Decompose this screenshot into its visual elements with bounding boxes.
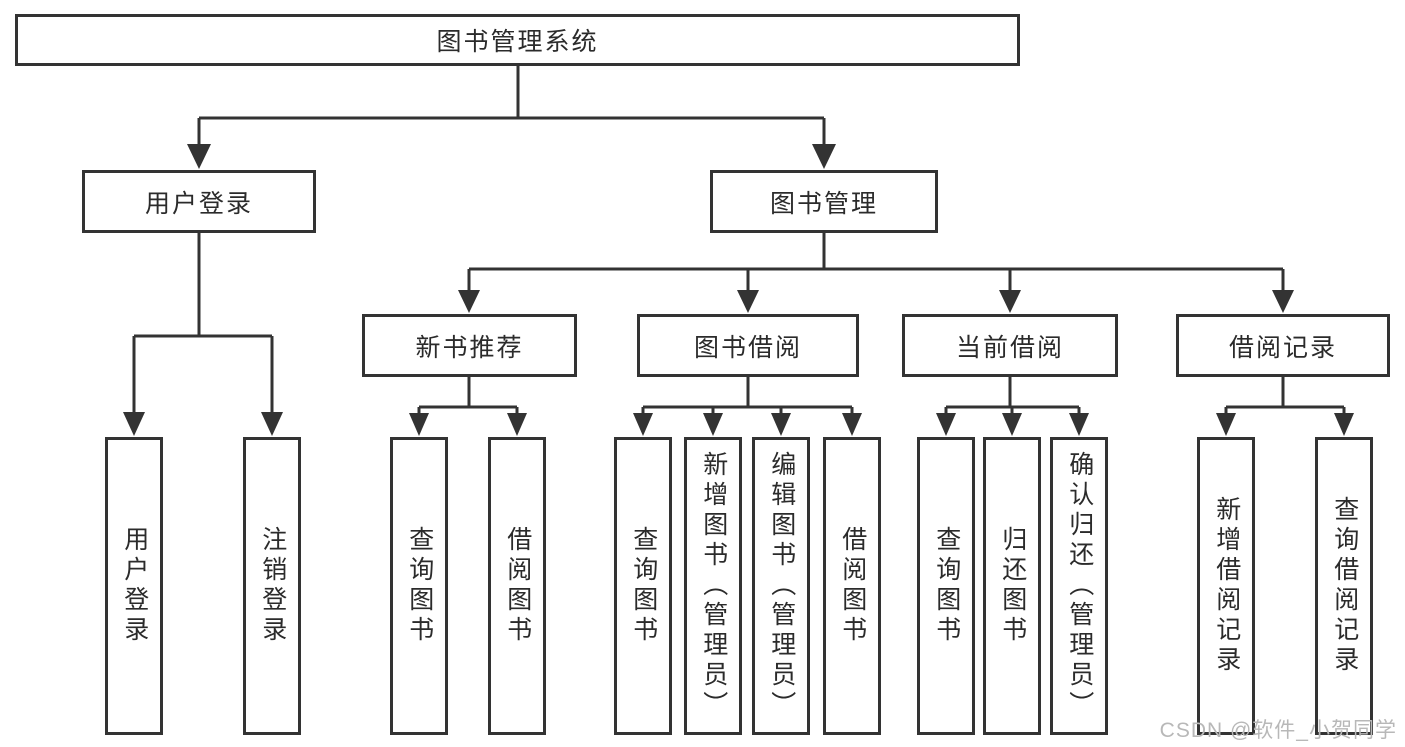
arrowhead <box>936 413 956 436</box>
node-root: 图书管理系统 <box>15 14 1020 66</box>
leaf-return-book-label: 归还图书 <box>998 526 1027 646</box>
arrowhead <box>187 144 211 169</box>
arrowhead <box>1069 413 1089 436</box>
leaf-borrow-books-label: 借阅图书 <box>838 526 867 646</box>
arrowhead <box>458 290 480 313</box>
arrowhead <box>507 413 527 436</box>
arrowhead <box>737 290 759 313</box>
leaf-user-login-label: 用户登录 <box>120 526 149 646</box>
leaf-logout: 注销登录 <box>243 437 301 735</box>
arrowhead <box>842 413 862 436</box>
leaf-query-books-recommend-label: 查询图书 <box>405 526 434 646</box>
arrowhead <box>1334 413 1354 436</box>
node-user-login-label: 用户登录 <box>144 189 253 218</box>
arrowhead <box>409 413 429 436</box>
leaf-user-login: 用户登录 <box>105 437 163 735</box>
node-book-management-label: 图书管理 <box>769 189 878 218</box>
leaf-confirm-return-admin-label: 确认归还（管理员） <box>1065 451 1094 721</box>
node-new-book-recommend: 新书推荐 <box>362 314 577 377</box>
leaf-return-book: 归还图书 <box>983 437 1041 735</box>
leaf-confirm-return-admin: 确认归还（管理员） <box>1050 437 1108 735</box>
leaf-query-books-current-label: 查询图书 <box>932 526 961 646</box>
leaf-query-borrow-record: 查询借阅记录 <box>1315 437 1373 735</box>
node-user-login: 用户登录 <box>82 170 316 233</box>
leaf-edit-book-admin-label: 编辑图书（管理员） <box>767 451 796 721</box>
leaf-query-books-recommend: 查询图书 <box>390 437 448 735</box>
leaf-borrow-books-recommend-label: 借阅图书 <box>503 526 532 646</box>
leaf-query-books-borrow-label: 查询图书 <box>629 526 658 646</box>
node-current-borrowing: 当前借阅 <box>902 314 1118 377</box>
arrowhead <box>812 144 836 169</box>
arrowhead <box>771 413 791 436</box>
arrowhead <box>1216 413 1236 436</box>
arrowhead <box>633 413 653 436</box>
leaf-add-borrow-record-label: 新增借阅记录 <box>1212 496 1241 676</box>
leaf-borrow-books-recommend: 借阅图书 <box>488 437 546 735</box>
node-current-borrowing-label: 当前借阅 <box>955 333 1064 362</box>
node-root-label: 图书管理系统 <box>436 28 599 56</box>
arrowhead <box>1002 413 1022 436</box>
leaf-query-books-borrow: 查询图书 <box>614 437 672 735</box>
arrowhead <box>261 412 283 436</box>
arrowhead <box>999 290 1021 313</box>
leaf-query-books-current: 查询图书 <box>917 437 975 735</box>
watermark: CSDN @软件_小贺同学 <box>1159 719 1397 742</box>
leaf-query-borrow-record-label: 查询借阅记录 <box>1330 496 1359 676</box>
arrowhead <box>123 412 145 436</box>
node-new-book-recommend-label: 新书推荐 <box>415 333 524 362</box>
leaf-add-book-admin-label: 新增图书（管理员） <box>699 451 728 721</box>
leaf-logout-label: 注销登录 <box>258 526 287 646</box>
arrowhead <box>703 413 723 436</box>
node-borrowing-records-label: 借阅记录 <box>1228 333 1337 362</box>
leaf-add-borrow-record: 新增借阅记录 <box>1197 437 1255 735</box>
leaf-add-book-admin: 新增图书（管理员） <box>684 437 742 735</box>
node-borrowing-records: 借阅记录 <box>1176 314 1390 377</box>
node-book-borrowing-label: 图书借阅 <box>693 333 802 362</box>
node-book-management: 图书管理 <box>710 170 938 233</box>
node-book-borrowing: 图书借阅 <box>637 314 859 377</box>
leaf-edit-book-admin: 编辑图书（管理员） <box>752 437 810 735</box>
leaf-borrow-books: 借阅图书 <box>823 437 881 735</box>
arrowhead <box>1272 290 1294 313</box>
